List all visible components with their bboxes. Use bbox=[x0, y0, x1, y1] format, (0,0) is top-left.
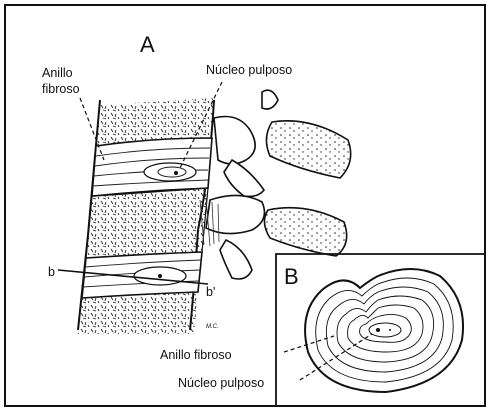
section-label-b-prime: b' bbox=[206, 285, 215, 299]
panel-a-letter: A bbox=[140, 32, 155, 57]
annulus-label-line1: Anillo bbox=[42, 66, 73, 80]
lower-intervertebral-disc bbox=[82, 252, 202, 298]
lower-vertebral-body bbox=[78, 292, 198, 334]
upper-intervertebral-disc bbox=[92, 138, 212, 196]
panel-b-nucleus-label: Núcleo pulposo bbox=[178, 376, 264, 390]
middle-vertebral-body bbox=[86, 188, 208, 258]
panel-b-letter: B bbox=[284, 264, 299, 289]
panel-b-annulus-label: Anillo fibroso bbox=[160, 348, 232, 362]
disc-cross-section bbox=[305, 269, 463, 392]
annulus-label-line2: fibroso bbox=[42, 82, 80, 96]
artist-mark: M.C. bbox=[206, 324, 219, 330]
section-label-b: b bbox=[48, 265, 55, 279]
nucleus-label: Núcleo pulposo bbox=[206, 63, 292, 77]
